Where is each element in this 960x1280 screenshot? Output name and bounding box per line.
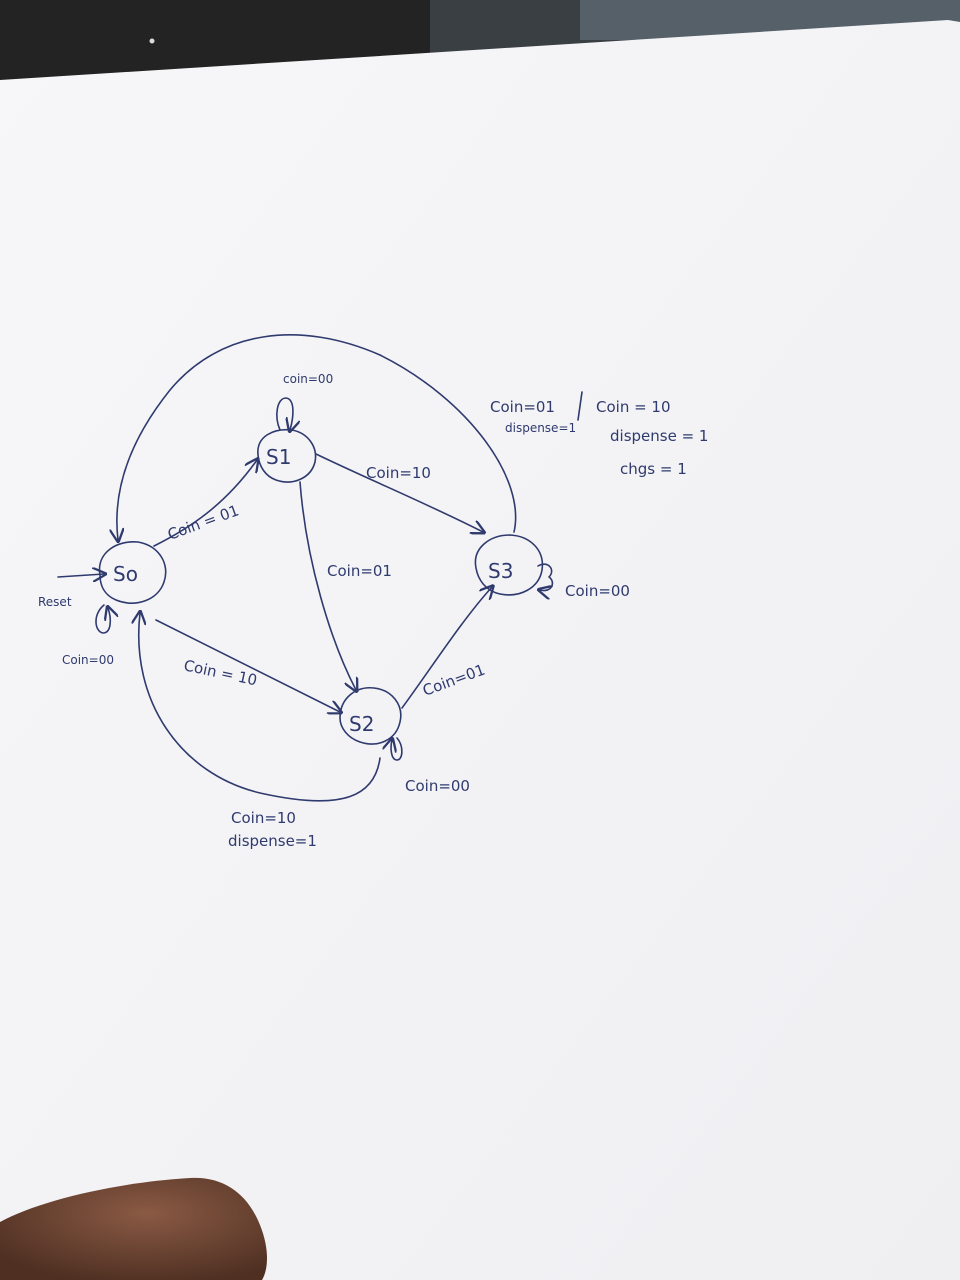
label-s1-s3: Coin=10 [366,464,431,482]
label-s3-self: Coin=00 [565,582,630,600]
hand [0,1177,267,1280]
label-s2-s0-line2: dispense=1 [228,832,317,850]
state-s1: S1 [257,428,317,483]
label-separator [577,391,583,421]
label-s1-s2: Coin=01 [327,562,392,580]
label-s2-self: Coin=00 [405,777,470,795]
label-s2-s0-line1: Coin=10 [231,809,296,827]
edge-s3-s0 [117,334,517,540]
label-s3-s0-b-line3: chgs = 1 [620,460,687,478]
s0-self-loop [95,605,110,634]
s1-self-loop [276,397,293,430]
state-s0: So [98,541,167,604]
edge-s2-s0 [139,613,381,802]
edge-s2-s3 [401,587,492,709]
label-s3-s0-a-line2: dispense=1 [505,421,576,435]
edge-s1-s2 [299,481,356,690]
edge-s0-s1 [153,460,257,547]
state-s1-label: S1 [266,445,291,469]
label-s3-s0-a-line1: Coin=01 [490,398,555,416]
state-s2-label: S2 [349,712,374,736]
paper-sheet [0,20,960,1280]
state-s0-label: So [113,562,138,586]
reset-label: Reset [38,595,72,609]
label-s3-s0-b-line2: dispense = 1 [610,427,708,445]
label-s0-self: Coin=00 [62,653,114,667]
reset-arrow [57,574,104,577]
label-s1-self: coin=00 [283,372,333,386]
state-s2: S2 [339,687,402,745]
label-s3-s0-b-line1: Coin = 10 [596,398,671,416]
s2-self-loop [391,738,403,761]
edge-s0-s2 [155,619,340,712]
state-s3-label: S3 [488,559,513,583]
s3-self-loop [538,563,554,590]
edge-s1-s3 [315,453,483,532]
